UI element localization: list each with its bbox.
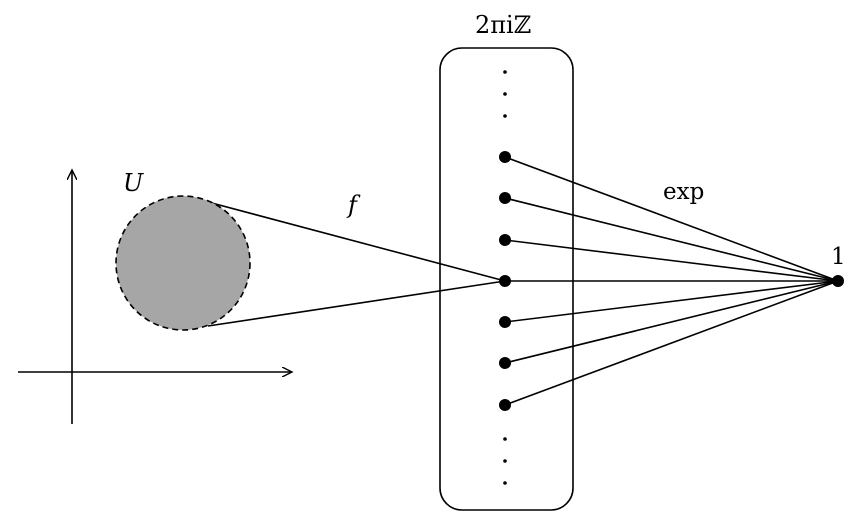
lattice-box [439, 47, 574, 511]
exp-line [504, 280, 839, 323]
lattice-point [499, 357, 511, 369]
map-label: f [346, 191, 361, 219]
ellipsis-top [503, 70, 507, 118]
exp-line [504, 156, 839, 282]
open-set-disk [115, 195, 251, 331]
lattice-point [499, 151, 511, 163]
lattice-label: 2πiℤ [475, 11, 531, 39]
lattice-point [499, 192, 511, 204]
lattice-point [499, 234, 511, 246]
exp-label: exp [663, 179, 704, 205]
exp-lines [504, 156, 839, 406]
exp-line [504, 280, 839, 406]
map-line-lower [207, 280, 506, 327]
exp-line [504, 280, 839, 364]
lattice-point [499, 399, 511, 411]
map-line-upper [207, 201, 506, 282]
exp-line [504, 239, 839, 282]
exp-line [504, 197, 839, 282]
lattice-point [499, 275, 511, 287]
target-point-one [832, 275, 844, 287]
ellipsis-bottom [503, 437, 507, 485]
one-label: 1 [831, 244, 846, 270]
lattice-point [499, 316, 511, 328]
set-label: U [123, 169, 144, 197]
lattice-points [499, 151, 511, 411]
